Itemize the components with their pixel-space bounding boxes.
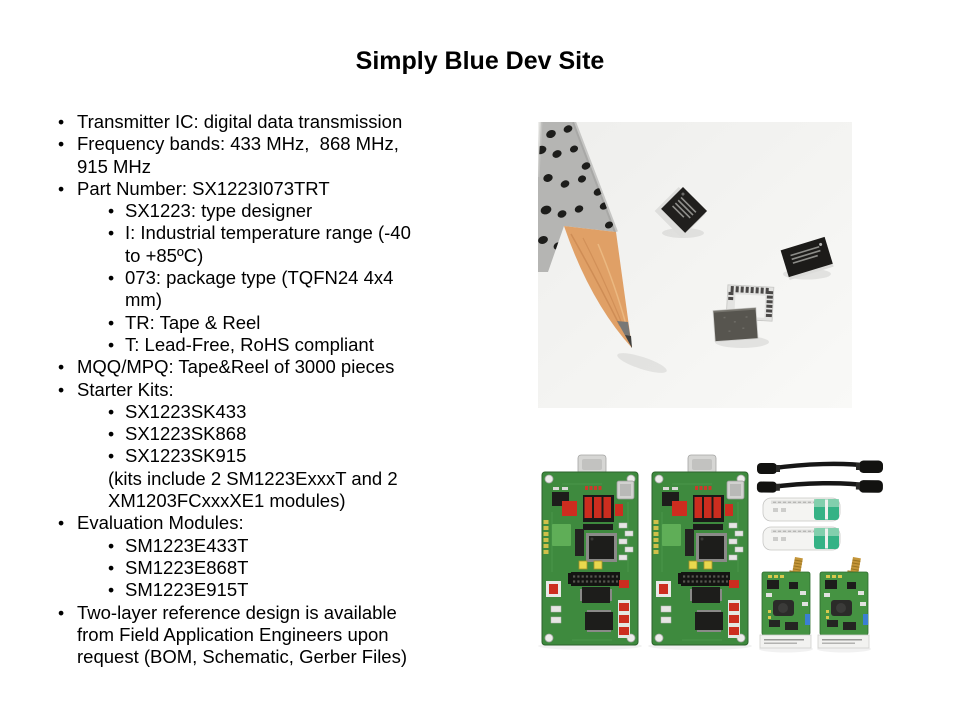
ic-chip-diamond (654, 186, 708, 238)
bullet-marker: • (108, 201, 115, 222)
bullet-item: • MQQ/MPQ: Tape&Reel of 3000 pieces (58, 356, 498, 378)
bullet-item: • SM1223E868T (58, 557, 498, 579)
bullet-text: SM1223E433T (125, 534, 249, 556)
usb-dongle-2 (762, 526, 841, 551)
bullet-marker: • (58, 134, 65, 155)
bullet-item: • Starter Kits: (58, 379, 498, 401)
slide-title: Simply Blue Dev Site (355, 47, 605, 75)
chips-photo-svg (538, 122, 852, 408)
bullet-marker: • (108, 446, 115, 467)
bullet-text: Transmitter IC: digital data transmissio… (77, 111, 403, 132)
radio-module-1 (759, 555, 812, 649)
bullet-text: MQQ/MPQ: Tape&Reel of 3000 pieces (77, 356, 395, 378)
bullet-marker: • (108, 535, 115, 556)
bullet-text: SM1223E915T (125, 579, 249, 601)
bullet-marker: • (108, 223, 115, 244)
bullet-item: • SX1223SK915 (58, 445, 498, 467)
bullet-marker: • (58, 602, 65, 623)
bullet-item: • SM1223E915T (58, 579, 498, 601)
bullet-text: Part Number: SX1223I073TRT (77, 177, 330, 199)
bullet-text: SX1223SK915 (125, 445, 247, 467)
kit-photo-svg (538, 453, 945, 653)
ic-chip-right (780, 236, 834, 281)
bullet-item: • Part Number: SX1223I073TRT (58, 178, 498, 200)
bullet-marker: • (58, 379, 65, 400)
bullet-text: T: Lead-Free, RoHS compliant (125, 333, 374, 355)
bullet-marker: • (108, 334, 115, 355)
starter-kit-contents-photo (535, 450, 945, 665)
bullet-marker: • (108, 557, 115, 578)
bullet-item: • SM1223E433T (58, 535, 498, 557)
bullet-marker: • (58, 178, 65, 199)
bullet-marker: • (108, 268, 115, 289)
eval-board-2 (650, 453, 750, 647)
bullet-text: SX1223SK868 (125, 423, 247, 445)
pencil-graphite-tip (617, 321, 632, 348)
bullet-marker: • (108, 401, 115, 422)
bullet-item: • SX1223SK433 (58, 401, 498, 423)
pencil (538, 122, 632, 348)
bullet-text: Evaluation Modules: (77, 512, 244, 534)
bullet-marker: • (108, 424, 115, 445)
bullet-marker: • (108, 580, 115, 601)
bullet-text: Frequency bands: 433 MHz, 868 MHz,915 MH… (77, 133, 399, 177)
bullet-item: • Two-layer reference design is available… (58, 602, 498, 669)
radio-module-2 (817, 555, 870, 649)
eval-board-1 (540, 453, 640, 647)
bullet-marker: • (58, 513, 65, 534)
bullet-text: SM1223E868T (125, 556, 249, 578)
antenna-2 (757, 479, 883, 494)
bullet-list: • Transmitter IC: digital data transmissi… (58, 111, 498, 668)
bullet-item: • SX1223: type designer (58, 200, 498, 222)
bullet-item: • Transmitter IC: digital data transmissi… (58, 111, 498, 133)
antenna-1 (757, 461, 883, 475)
bullet-item: • T: Lead-Free, RoHS compliant (58, 334, 498, 356)
bullet-item: • SX1223SK868 (58, 423, 498, 445)
bullet-marker: • (58, 357, 65, 378)
ic-chip-leadframe-flipped (712, 284, 775, 342)
bullet-marker: • (108, 312, 115, 333)
bullet-item: • Frequency bands: 433 MHz, 868 MHz,915 M… (58, 133, 498, 178)
bullet-item: • TR: Tape & Reel (58, 312, 498, 334)
pencil-and-rf-ic-chips-photo (538, 122, 852, 408)
bullet-marker: • (58, 112, 65, 132)
bullet-text: Starter Kits: (77, 378, 174, 400)
usb-dongle-1 (762, 497, 841, 522)
bullet-text: TR: Tape & Reel (125, 311, 261, 333)
bullet-text: SX1223: type designer (125, 200, 313, 222)
bullet-text: SX1223SK433 (125, 400, 247, 422)
bullet-item: • Evaluation Modules: (58, 512, 498, 534)
